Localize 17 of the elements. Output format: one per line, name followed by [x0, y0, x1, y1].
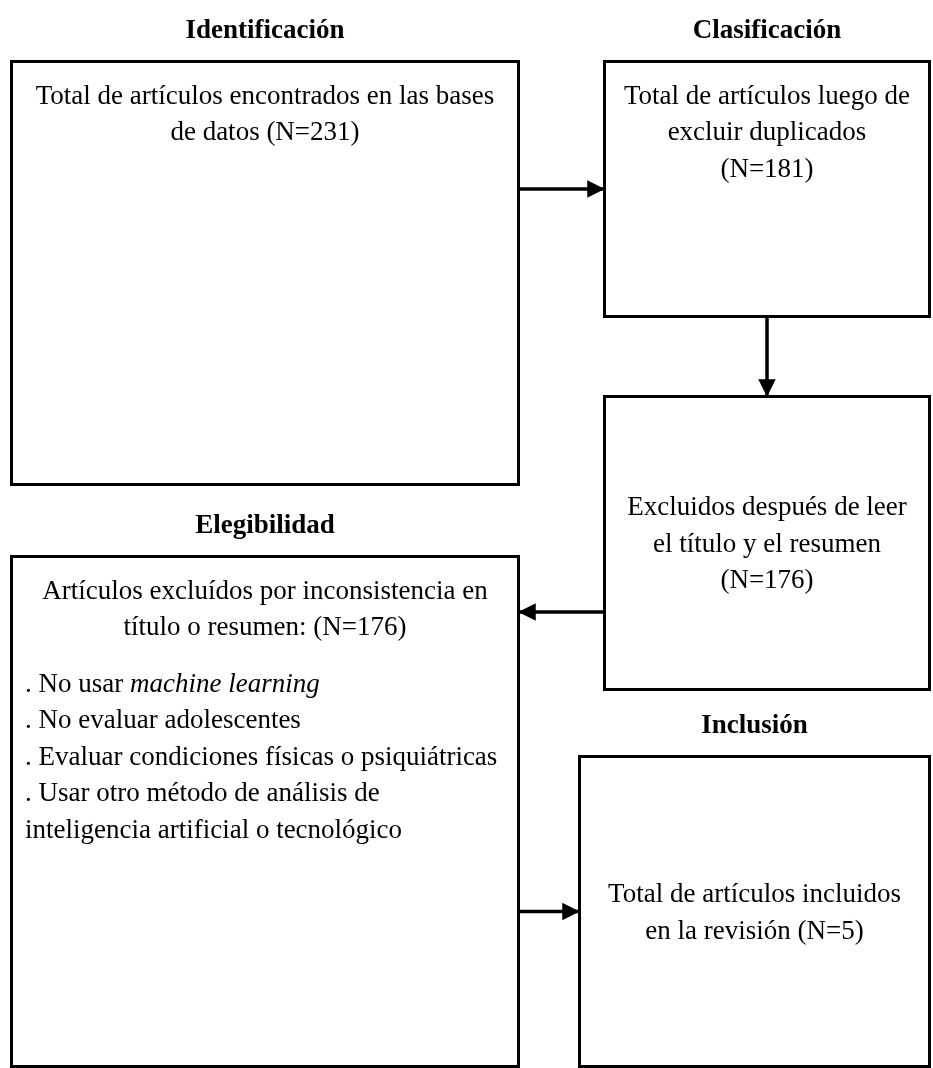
section-heading: Identificación — [184, 14, 346, 45]
list-item: . Evaluar condiciones físicas o psiquiátricas — [25, 739, 499, 773]
arrow — [518, 603, 603, 621]
section-heading: Clasificación — [691, 14, 843, 45]
box-text: Artículos excluídos por inconsistencia en título o resumen: (N=176) — [41, 574, 489, 644]
box-text: Total de artículos encontrados en las bases de datos (N=231) — [34, 79, 496, 149]
list-item: . Usar otro método de análisis de inteligencia artificial o tecnológico — [25, 776, 404, 846]
box-text: Total de artículos incluidos en la revisión (N=5) — [607, 877, 902, 947]
list-item: . No evaluar adolescentes — [25, 703, 302, 737]
list-item: . No usar machine learning — [25, 666, 321, 700]
box-text: Total de artículos luego de excluir duplicados (N=181) — [623, 79, 911, 185]
section-heading: Elegibilidad — [194, 509, 336, 540]
arrow — [520, 902, 580, 921]
section-heading: Inclusión — [700, 709, 809, 740]
arrow — [758, 318, 776, 397]
arrow — [520, 180, 605, 198]
box-text: Excluidos después de leer el título y el resumen (N=176) — [626, 490, 908, 597]
